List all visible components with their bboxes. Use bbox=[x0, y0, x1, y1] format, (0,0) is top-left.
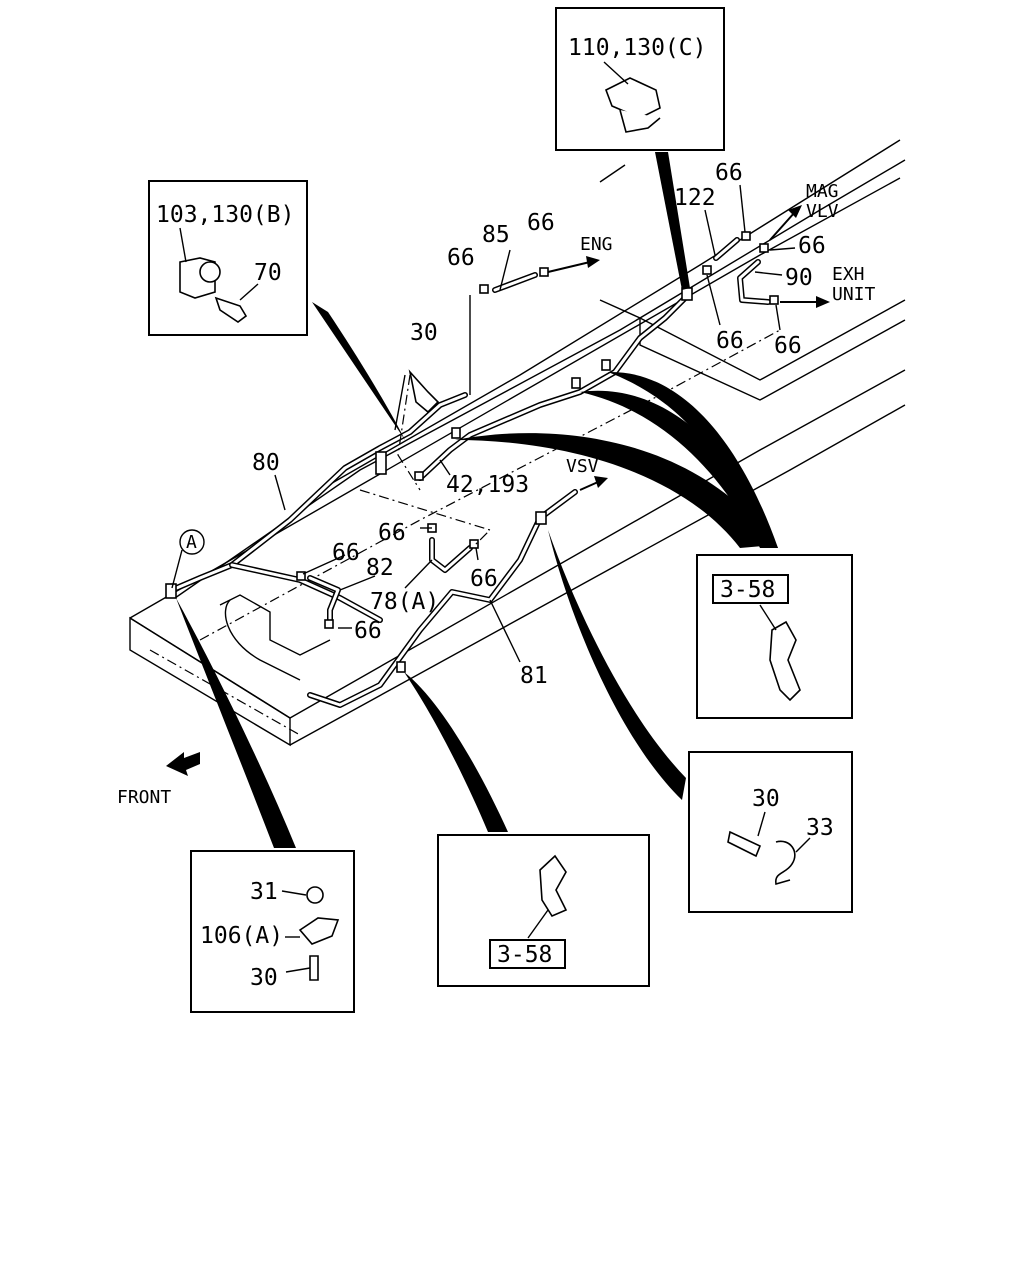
label-exh-2: UNIT bbox=[832, 284, 876, 305]
hose-78a bbox=[429, 537, 473, 573]
label-81: 81 bbox=[520, 663, 548, 689]
label-66-mid-c: 66 bbox=[470, 566, 498, 592]
bolt-30-top bbox=[408, 369, 440, 414]
inset-box-b bbox=[148, 180, 308, 336]
label-inset-b-bolt: 70 bbox=[254, 260, 282, 286]
hose-82 bbox=[307, 575, 341, 628]
label-66-eng-left: 66 bbox=[447, 245, 475, 271]
label-marker-a: A bbox=[186, 532, 197, 553]
label-80: 80 bbox=[252, 450, 280, 476]
label-66-rear-b: 66 bbox=[774, 333, 802, 359]
label-inset-r-33: 33 bbox=[806, 815, 834, 841]
label-122: 122 bbox=[674, 185, 716, 211]
label-66-mag: 66 bbox=[798, 233, 826, 259]
label-eng: ENG bbox=[580, 234, 613, 255]
label-mag-2: VLV bbox=[806, 201, 839, 222]
label-66-mid-b: 66 bbox=[332, 540, 360, 566]
label-inset-l-106: 106(A) bbox=[200, 923, 283, 949]
label-inset-l-30: 30 bbox=[250, 965, 278, 991]
label-inset-c: 110,130(C) bbox=[568, 35, 706, 61]
ref-box-358-bottom bbox=[489, 939, 566, 969]
label-42-193: 42,193 bbox=[446, 472, 529, 498]
callout-wedges bbox=[176, 152, 778, 848]
label-90: 90 bbox=[785, 265, 813, 291]
label-85: 85 bbox=[482, 222, 510, 248]
label-front: FRONT bbox=[117, 787, 171, 808]
label-66-eng-right: 66 bbox=[527, 210, 555, 236]
inset-box-right-30-33 bbox=[688, 751, 853, 913]
label-mag-1: MAG bbox=[806, 181, 839, 202]
pipe-80 bbox=[169, 392, 468, 593]
label-78a: 78(A) bbox=[370, 589, 439, 615]
label-ref-358-bottom: 3-58 bbox=[497, 942, 552, 968]
label-ref-358-right: 3-58 bbox=[720, 577, 775, 603]
label-66-rear-a: 66 bbox=[716, 328, 744, 354]
label-66-top: 66 bbox=[715, 160, 743, 186]
front-arrow bbox=[166, 752, 200, 776]
leader-lines bbox=[171, 164, 796, 663]
flow-arrows bbox=[166, 205, 830, 776]
label-inset-b: 103,130(B) bbox=[156, 202, 294, 228]
label-inset-r-30: 30 bbox=[752, 786, 780, 812]
label-30-top: 30 bbox=[410, 320, 438, 346]
label-66-mid-a: 66 bbox=[378, 520, 406, 546]
marker-a-circle bbox=[179, 529, 205, 555]
label-66-mid-d: 66 bbox=[354, 618, 382, 644]
label-82: 82 bbox=[366, 555, 394, 581]
label-vsv: VSV bbox=[566, 456, 599, 477]
hose-90 bbox=[737, 259, 771, 305]
hose-122 bbox=[713, 237, 740, 261]
inset-box-left-31-106-30 bbox=[190, 850, 355, 1013]
pipe-lower-rear bbox=[229, 562, 383, 623]
inset-box-c bbox=[555, 7, 725, 151]
label-inset-l-31: 31 bbox=[250, 879, 278, 905]
hose-85 bbox=[492, 272, 538, 293]
pipe-81 bbox=[307, 489, 578, 708]
inset-box-bottom-358 bbox=[437, 834, 650, 987]
ref-box-358-right bbox=[712, 574, 789, 604]
label-exh-1: EXH bbox=[832, 264, 865, 285]
